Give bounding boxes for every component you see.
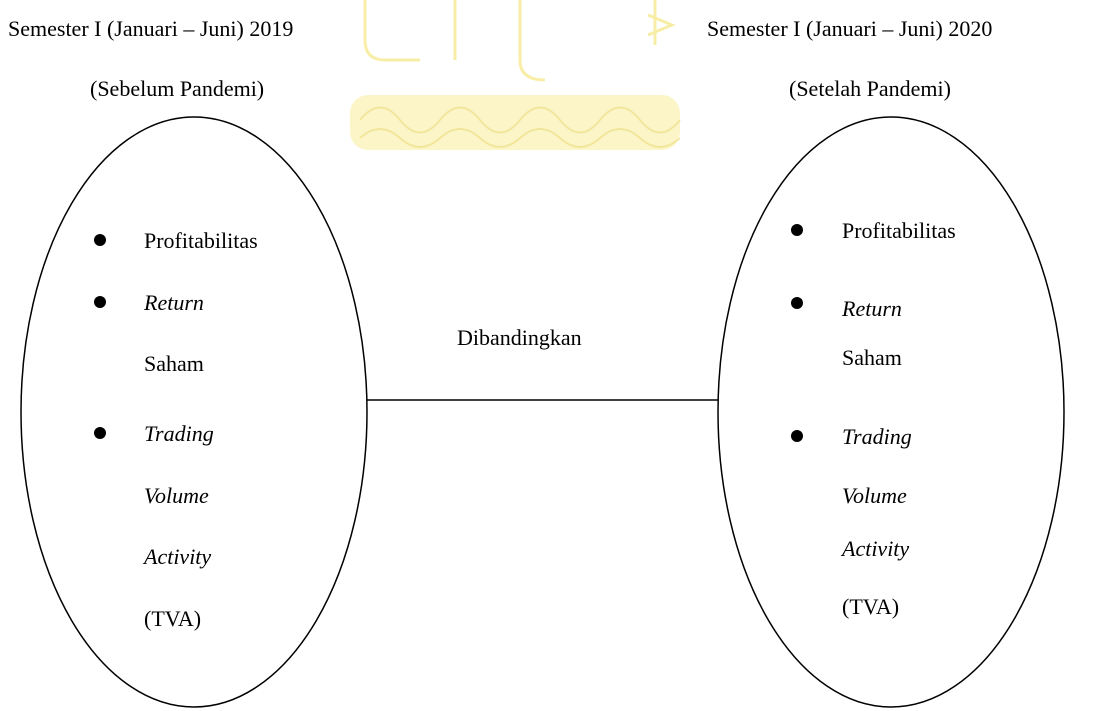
- right-bullet-2: [791, 297, 803, 309]
- left-period-title: Semester I (Januari – Juni) 2019: [8, 16, 294, 41]
- left-subtitle: (Sebelum Pandemi): [90, 76, 265, 101]
- right-period-title: Semester I (Januari – Juni) 2020: [707, 16, 993, 41]
- left-item-1: Profitabilitas: [144, 228, 258, 253]
- left-item-2-line-1: Return: [144, 290, 204, 315]
- left-bullet-1: [94, 234, 106, 246]
- right-item-1: Profitabilitas: [842, 218, 956, 243]
- left-item-3-line-3: Activity: [144, 544, 212, 569]
- right-item-3-line-3: Activity: [842, 536, 910, 561]
- right-bullet-1: [791, 224, 803, 236]
- left-ellipse: [20, 116, 368, 708]
- right-item-2-line-1: Return: [842, 296, 902, 321]
- right-item-3-line-4: (TVA): [842, 594, 900, 619]
- right-item-3-line-1: Trading: [842, 424, 912, 449]
- right-item-3-line-2: Volume: [842, 483, 907, 508]
- left-item-3-line-4: (TVA): [144, 606, 202, 631]
- right-ellipse: [717, 116, 1065, 708]
- left-item-3-line-2: Volume: [144, 483, 209, 508]
- right-bullet-3: [791, 430, 803, 442]
- left-bullet-2: [94, 296, 106, 308]
- right-subtitle: (Setelah Pandemi): [789, 76, 951, 101]
- connector-label: Dibandingkan: [457, 325, 582, 350]
- right-item-2-line-2: Saham: [842, 345, 902, 370]
- left-item-3-line-1: Trading: [144, 421, 214, 446]
- left-item-2-line-2: Saham: [144, 351, 204, 376]
- left-bullet-3: [94, 427, 106, 439]
